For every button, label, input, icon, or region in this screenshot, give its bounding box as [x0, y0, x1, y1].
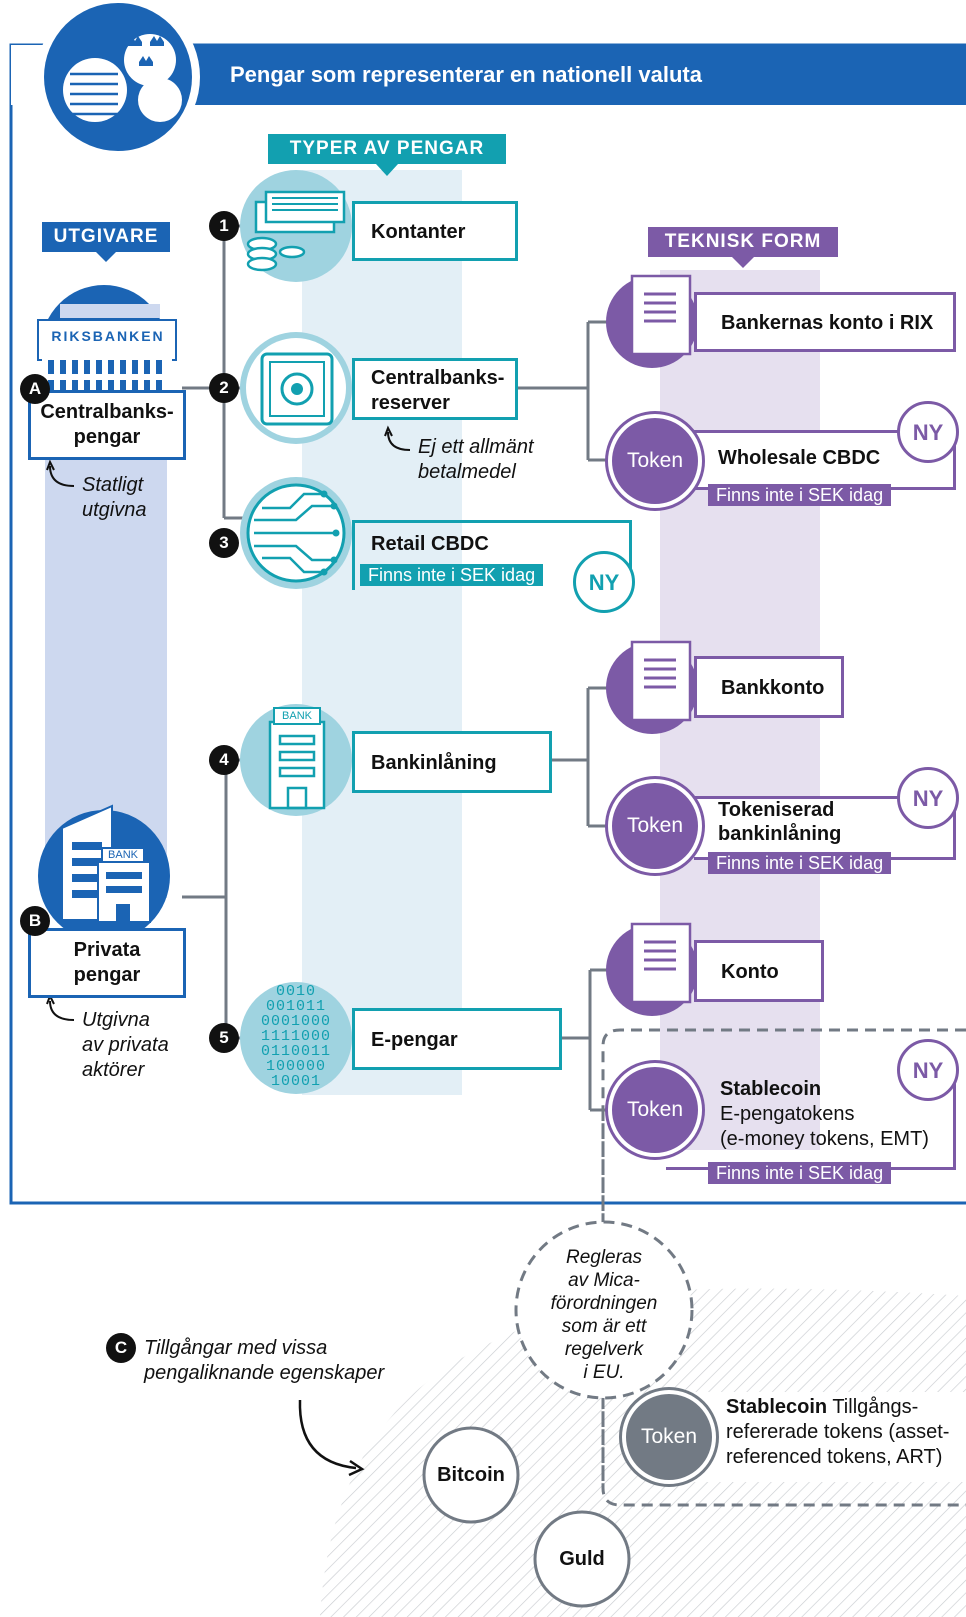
- letter-b-badge: B: [20, 906, 50, 936]
- form-bankkonto-box: Bankkonto: [694, 656, 844, 718]
- technical-tag: TEKNISK FORM: [648, 227, 838, 257]
- bank-icon-label: BANK: [282, 710, 312, 722]
- assets-arrow: [298, 1399, 357, 1470]
- assets-label-2: pengaliknande egenskaper: [144, 1362, 385, 1384]
- bank-buildings-icon: [38, 804, 170, 942]
- type-3-subtag: Finns inte i SEK idag: [360, 564, 544, 586]
- number-badge-4: 4: [209, 745, 239, 775]
- number-badge-5: 5: [209, 1023, 239, 1053]
- tag-pointers: [96, 164, 754, 268]
- number-badge-1: 1: [209, 211, 239, 241]
- issuer-b-note-3: aktörer: [82, 1059, 145, 1081]
- wholesale-token: Token: [608, 414, 702, 508]
- reserves-note-1: Ej ett allmänt: [418, 436, 534, 458]
- stablecoin-token: Token: [608, 1063, 702, 1157]
- type-3-ny-badge: NY: [573, 551, 635, 613]
- guld-circle: [533, 1510, 631, 1608]
- note-arrow-b: [49, 1000, 75, 1021]
- number-badge-2: 2: [209, 373, 239, 403]
- tokenized-ny-badge: NY: [897, 767, 959, 829]
- binary-digits: 0010 001011 0001000 1111000 0110011 1000…: [260, 983, 331, 1090]
- form-wholesale-subtag: Finns inte i SEK idag: [708, 484, 892, 506]
- issuer-b-note-2: av privata: [82, 1034, 169, 1056]
- cash-icon: [240, 170, 352, 282]
- mica-circle: [514, 1220, 694, 1400]
- coins-stack-icon: [70, 72, 118, 116]
- mica-text: Regleras av Mica- förordningen som är et…: [550, 1247, 658, 1383]
- binary-data-icon: [240, 982, 352, 1094]
- types-tag: TYPER AV PENGAR: [268, 134, 506, 164]
- bitcoin-circle: [422, 1426, 520, 1524]
- mica-dashed-boundary: [601, 1028, 966, 1507]
- type-3-box: Retail CBDC: [352, 520, 632, 590]
- issuer-a-note-1: Statligt: [82, 474, 144, 496]
- issuer-a-note-2: utgivna: [82, 499, 147, 521]
- issuer-b-box: Privata pengar: [28, 928, 186, 998]
- bankkonto-document-icon: [606, 640, 698, 734]
- letter-a-badge: A: [20, 374, 50, 404]
- art-token: Token: [622, 1390, 716, 1484]
- type-5-box: E-pengar: [352, 1008, 562, 1070]
- reserves-note-2: betalmedel: [418, 461, 516, 483]
- circuit-icon: [240, 477, 352, 589]
- number-badge-3: 3: [209, 528, 239, 558]
- issuer-tag: UTGIVARE: [42, 222, 170, 252]
- riksbanken-building-icon: [37, 285, 177, 411]
- form-tokenized-subtag: Finns inte i SEK idag: [708, 852, 892, 874]
- bitcoin-label: Bitcoin: [437, 1464, 505, 1486]
- form-rix-box: Bankernas konto i RIX: [694, 292, 956, 352]
- wholesale-ny-badge: NY: [897, 401, 959, 463]
- rix-document-icon: [606, 274, 698, 368]
- header-title: Pengar som representerar en nationell va…: [230, 62, 702, 87]
- type-2-box: Centralbanks- reserver: [352, 358, 518, 420]
- bank-building-icon: [240, 704, 352, 816]
- crown-icon: [128, 36, 164, 66]
- form-stablecoin-subtag: Finns inte i SEK idag: [708, 1162, 892, 1184]
- issuer-b-note-1: Utgivna: [82, 1009, 150, 1031]
- type-1-box: Kontanter: [352, 201, 518, 261]
- riksbanken-label: RIKSBANKEN: [51, 328, 165, 344]
- type-4-box: Bankinlåning: [352, 731, 552, 793]
- vault-icon: [240, 332, 352, 444]
- form-konto-box: Konto: [694, 940, 824, 1002]
- note-arrow-reserves: [387, 431, 411, 451]
- tokenized-token: Token: [608, 779, 702, 873]
- guld-label: Guld: [559, 1548, 605, 1570]
- types-column-stripe: [302, 170, 462, 1095]
- art-box: Stablecoin Tillgångs- refererade tokens …: [690, 1392, 966, 1482]
- issuer-b-bank-label: BANK: [108, 849, 138, 861]
- stablecoin-ny-badge: NY: [897, 1039, 959, 1101]
- konto-document-icon: [606, 922, 698, 1016]
- note-arrow-a: [49, 465, 75, 487]
- issuer-a-box: Centralbanks- pengar: [28, 390, 186, 460]
- assets-label-1: Tillgångar med vissa: [144, 1337, 328, 1359]
- letter-c-badge: C: [106, 1333, 136, 1363]
